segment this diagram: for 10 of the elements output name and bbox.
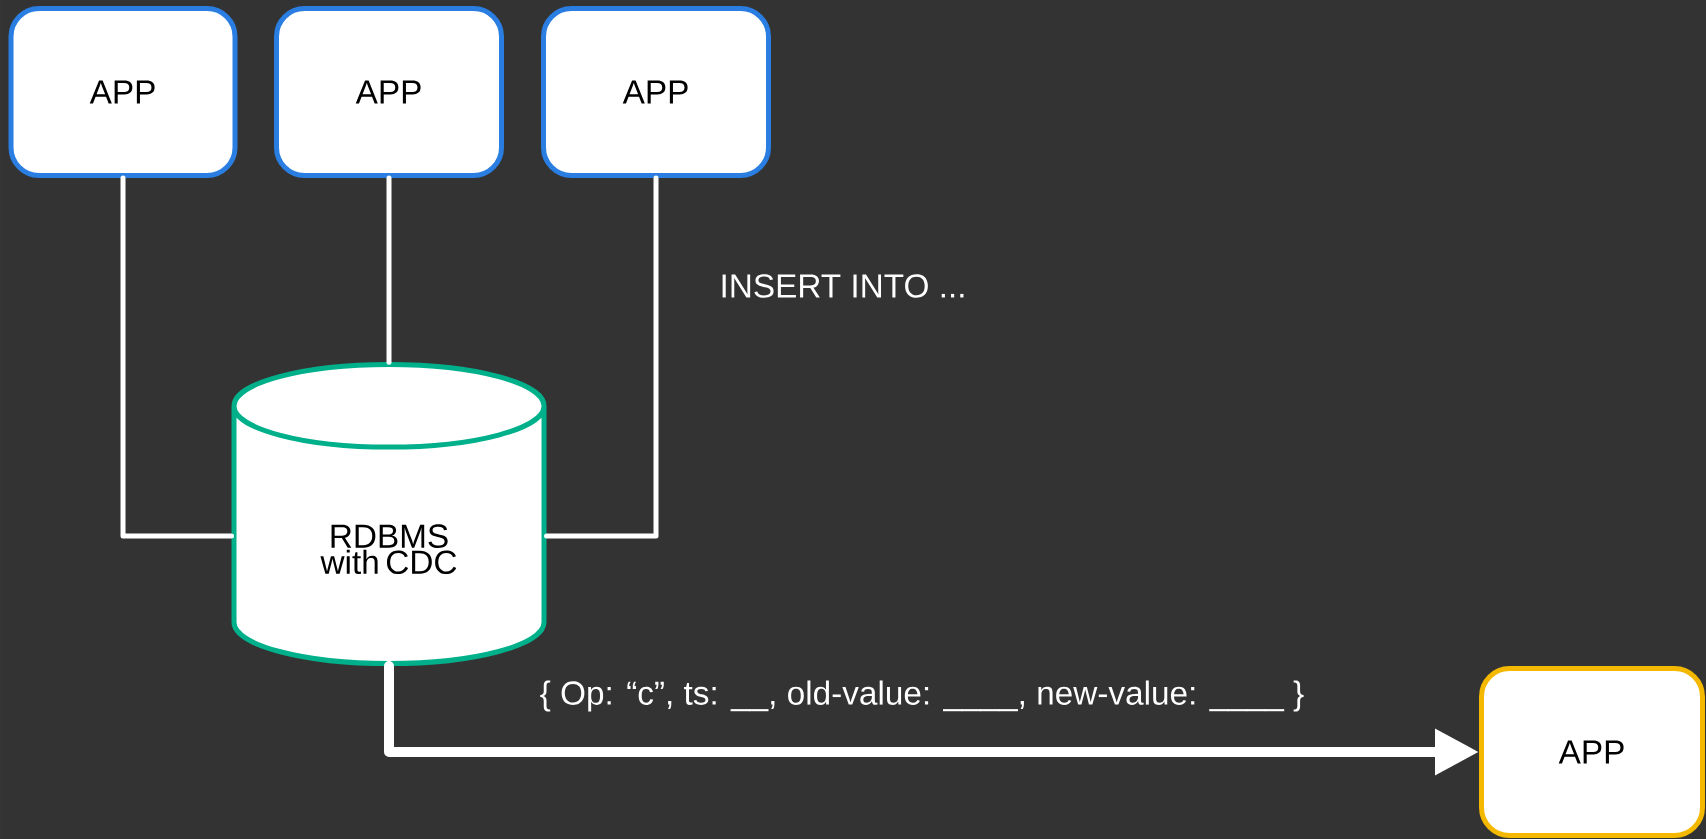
edge-label: { Op: “c”, ts: __, old-value: ____, new-value: ____ } (536, 677, 1308, 715)
app-box: APP (541, 6, 771, 178)
app-box: APP (274, 6, 504, 178)
connector-line (544, 175, 659, 539)
connector-line (386, 175, 392, 365)
app-box: APP (1479, 666, 1705, 838)
app-box: APP (8, 6, 238, 178)
sql-label: INSERT INTO ... (722, 274, 964, 298)
connector-line (120, 175, 234, 539)
database-cylinder: RDBMS with CDC (231, 362, 547, 667)
